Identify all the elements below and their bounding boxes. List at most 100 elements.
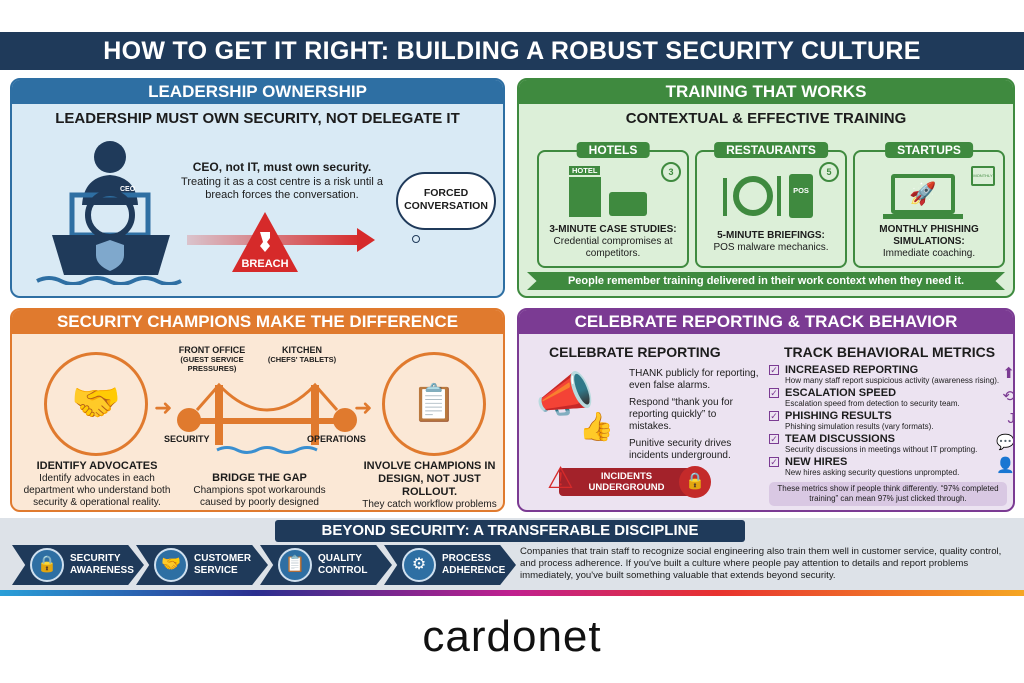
pos-terminal-icon: POS <box>789 174 813 218</box>
training-card-hotels: HOTELS HOTEL 3 3-MINUTE CASE STUDIES:Cre… <box>537 142 689 268</box>
metric-text: New hires asking security questions unpr… <box>785 468 960 477</box>
metric-text: Escalation speed from detection to secur… <box>785 399 960 408</box>
page-title: HOW TO GET IT RIGHT: BUILDING A ROBUST S… <box>0 32 1024 70</box>
clipboard-icon: 📋 <box>278 548 312 582</box>
bridge-icon <box>177 382 357 454</box>
cloud-label: FORCED CONVERSATION <box>404 187 488 212</box>
plate-icon <box>733 176 773 216</box>
laptop-rocket-icon: 🚀 <box>891 174 955 214</box>
megaphone-person-icon: 📣 <box>535 369 595 422</box>
card-tag: STARTUPS <box>885 142 973 158</box>
forced-conversation-cloud: FORCED CONVERSATION <box>396 172 496 230</box>
chat-icon: 💬 <box>996 434 1015 451</box>
arrow-right-icon: ➜ <box>154 395 173 420</box>
beyond-header: BEYOND SECURITY: A TRANSFERABLE DISCIPLI… <box>275 520 745 542</box>
chevron-label: SECURITY AWARENESS <box>70 553 134 576</box>
front-office: FRONT OFFICE <box>178 345 246 355</box>
chevron-customer-service: 🤝 CUSTOMER SERVICE <box>136 545 268 585</box>
metric-title: NEW HIRES <box>785 456 848 468</box>
gears-icon: ⚙ <box>402 548 436 582</box>
chevron-security-awareness: 🔒SECURITY AWARENESS <box>12 545 144 585</box>
training-banner: People remember training delivered in th… <box>527 272 1005 290</box>
timer-icon: 3 <box>661 162 681 182</box>
user-question-icon: 👤 <box>996 457 1015 474</box>
fork-icon <box>723 178 727 216</box>
thumbs-up-icon: 👍 <box>579 411 614 442</box>
celebrate-title: CELEBRATE REPORTING <box>549 344 721 360</box>
metrics-title: TRACK BEHAVIORAL METRICS <box>784 344 996 360</box>
card-tag: RESTAURANTS <box>714 142 828 158</box>
breach-label: BREACH <box>241 258 289 270</box>
metric-text: Phishing simulation results (vary format… <box>785 422 934 431</box>
step-text: Champions spot workarounds caused by poo… <box>193 485 326 510</box>
design-meeting-icon: 📋 <box>382 352 486 456</box>
metric-text: How many staff report suspicious activit… <box>785 376 1000 385</box>
metric-text: Security discussions in meetings without… <box>785 445 978 454</box>
timer-icon: 5 <box>819 162 839 182</box>
card-title: 3-MINUTE CASE STUDIES: <box>549 224 677 235</box>
point: Respond “thank you for reporting quickly… <box>629 397 733 432</box>
thought-bubble-icon <box>412 235 420 243</box>
security-label: SECURITY <box>164 434 210 444</box>
training-panel: TRAINING THAT WORKS CONTEXTUAL & EFFECTI… <box>517 78 1015 298</box>
champions-header: SECURITY CHAMPIONS MAKE THE DIFFERENCE <box>12 310 503 334</box>
calendar-icon: MONTHLY <box>971 166 995 186</box>
kitchen-label: KITCHEN(CHEFS' TABLETS) <box>267 345 337 365</box>
step-title: INVOLVE CHAMPIONS IN DESIGN, NOT JUST RO… <box>363 460 496 498</box>
reporting-panel: CELEBRATE REPORTING & TRACK BEHAVIOR CEL… <box>517 308 1015 512</box>
metric-title: PHISHING RESULTS <box>785 410 892 422</box>
chevron-label: CUSTOMER SERVICE <box>194 553 252 576</box>
card-tag: HOTELS <box>576 142 650 158</box>
laptop-base <box>883 214 963 219</box>
beyond-text: Companies that train staff to recognize … <box>520 546 1002 581</box>
card-text: POS malware mechanics. <box>713 242 829 253</box>
ceo-badge: CEO <box>120 186 136 193</box>
leadership-panel: LEADERSHIP OWNERSHIP LEADERSHIP MUST OWN… <box>10 78 505 298</box>
leadership-subtitle: LEADERSHIP MUST OWN SECURITY, NOT DELEGA… <box>55 110 460 127</box>
handshake-magnifier-icon: 🤝 <box>44 352 148 456</box>
hotel-sign: HOTEL <box>569 166 601 175</box>
ceo-ship-icon <box>36 141 182 285</box>
training-subtitle: CONTEXTUAL & EFFECTIVE TRAINING <box>625 110 907 127</box>
arrow-head-icon <box>357 228 375 252</box>
leadership-lead: CEO, not IT, must own security. <box>192 160 372 174</box>
operations-label: OPERATIONS <box>307 434 366 444</box>
metrics-note: These metrics show if people think diffe… <box>769 482 1007 506</box>
chevron-label: QUALITY CONTROL <box>318 553 368 576</box>
training-card-startups: STARTUPS 🚀 MONTHLY MONTHLY PHISHING SIMU… <box>853 142 1005 268</box>
arrow-up-icon: ⬆ <box>1002 365 1015 382</box>
chevron-process-adherence: ⚙PROCESS ADHERENCE <box>384 545 516 585</box>
kitchen-note: (CHEFS' TABLETS) <box>267 355 337 364</box>
reporting-header: CELEBRATE REPORTING & TRACK BEHAVIOR <box>519 310 1013 334</box>
incidents-underground-badge: INCIDENTS UNDERGROUND <box>559 468 699 496</box>
metric-title: TEAM DISCUSSIONS <box>785 433 896 445</box>
key-card-icon <box>609 192 647 216</box>
hook-icon: J <box>1007 410 1015 427</box>
padlock-icon: 🔒 <box>679 466 711 498</box>
card-title: MONTHLY PHISHING SIMULATIONS: <box>879 224 979 247</box>
clock-icon: ⟲ <box>1002 388 1015 405</box>
training-header: TRAINING THAT WORKS <box>519 80 1013 104</box>
warning-label: INCIDENTS UNDERGROUND <box>588 471 665 493</box>
hotel-building-icon <box>569 177 601 217</box>
brand-logo: cardonet <box>422 612 602 661</box>
point: Punitive security drives incidents under… <box>629 438 732 461</box>
step-text: Identify advocates in each department wh… <box>23 473 171 508</box>
step-title: IDENTIFY ADVOCATES <box>36 460 158 472</box>
metric-title: INCREASED REPORTING <box>785 364 919 376</box>
warning-icon: ⚠ <box>547 462 574 495</box>
front-office-note: (GUEST SERVICE PRESSURES) <box>180 355 244 373</box>
handshake-icon: 🤝 <box>154 548 188 582</box>
arrow-right-icon: ➜ <box>354 395 373 420</box>
card-text: Credential compromises at competitors. <box>553 236 673 259</box>
knife-icon <box>777 176 781 216</box>
gradient-divider <box>0 590 1024 596</box>
kitchen: KITCHEN <box>282 345 322 355</box>
metric-title: ESCALATION SPEED <box>785 387 897 399</box>
chevron-quality-control: 📋 QUALITY CONTROL <box>260 545 392 585</box>
